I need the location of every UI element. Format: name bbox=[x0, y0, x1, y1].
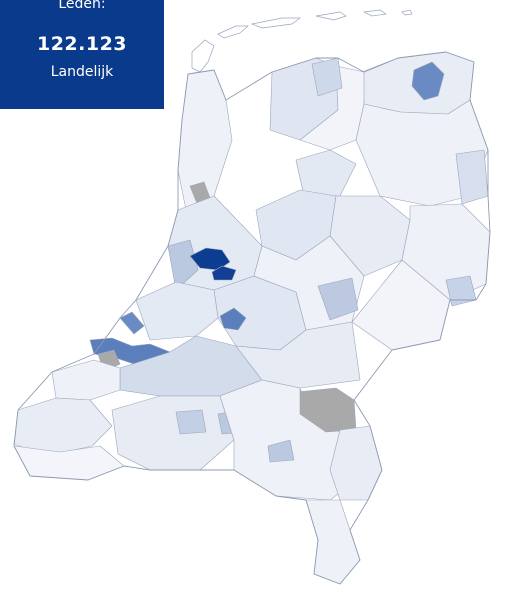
region-utrecht-city[interactable] bbox=[219, 307, 247, 331]
region-amsterdam[interactable] bbox=[189, 247, 231, 271]
region-friesland-north[interactable] bbox=[311, 57, 343, 97]
island-rottumeroog[interactable] bbox=[401, 9, 413, 16]
region-zuid-holland-north[interactable] bbox=[135, 281, 219, 341]
region-den-haag[interactable] bbox=[119, 311, 145, 335]
region-breda[interactable] bbox=[175, 409, 207, 435]
region-almere[interactable] bbox=[211, 265, 237, 281]
members-info-box: Leden: 122.123 Landelijk bbox=[0, 0, 164, 109]
region-drenthe-east[interactable] bbox=[455, 149, 489, 205]
region-noordoostpolder[interactable] bbox=[295, 149, 357, 197]
members-scope: Landelijk bbox=[50, 64, 114, 80]
island-schiermonnikoog[interactable] bbox=[362, 9, 387, 17]
region-zeeland-south[interactable] bbox=[13, 397, 113, 457]
members-count: 122.123 bbox=[36, 33, 128, 55]
region-zeeuws-vlaanderen[interactable] bbox=[13, 445, 125, 481]
region-brabant-west[interactable] bbox=[111, 395, 235, 471]
region-groningen-city[interactable] bbox=[411, 61, 445, 101]
island-texel[interactable] bbox=[191, 39, 215, 73]
island-ameland[interactable] bbox=[315, 11, 347, 21]
region-zeeland-north[interactable] bbox=[51, 359, 121, 401]
island-terschelling[interactable] bbox=[250, 17, 302, 29]
region-friesland-east[interactable] bbox=[299, 65, 365, 151]
region-eindhoven[interactable] bbox=[267, 439, 295, 463]
region-apeldoorn[interactable] bbox=[317, 277, 359, 321]
country-outline bbox=[13, 51, 491, 585]
island-vlieland[interactable] bbox=[217, 25, 249, 39]
region-haarlem[interactable] bbox=[167, 239, 199, 291]
members-label: Leden: bbox=[58, 0, 106, 12]
